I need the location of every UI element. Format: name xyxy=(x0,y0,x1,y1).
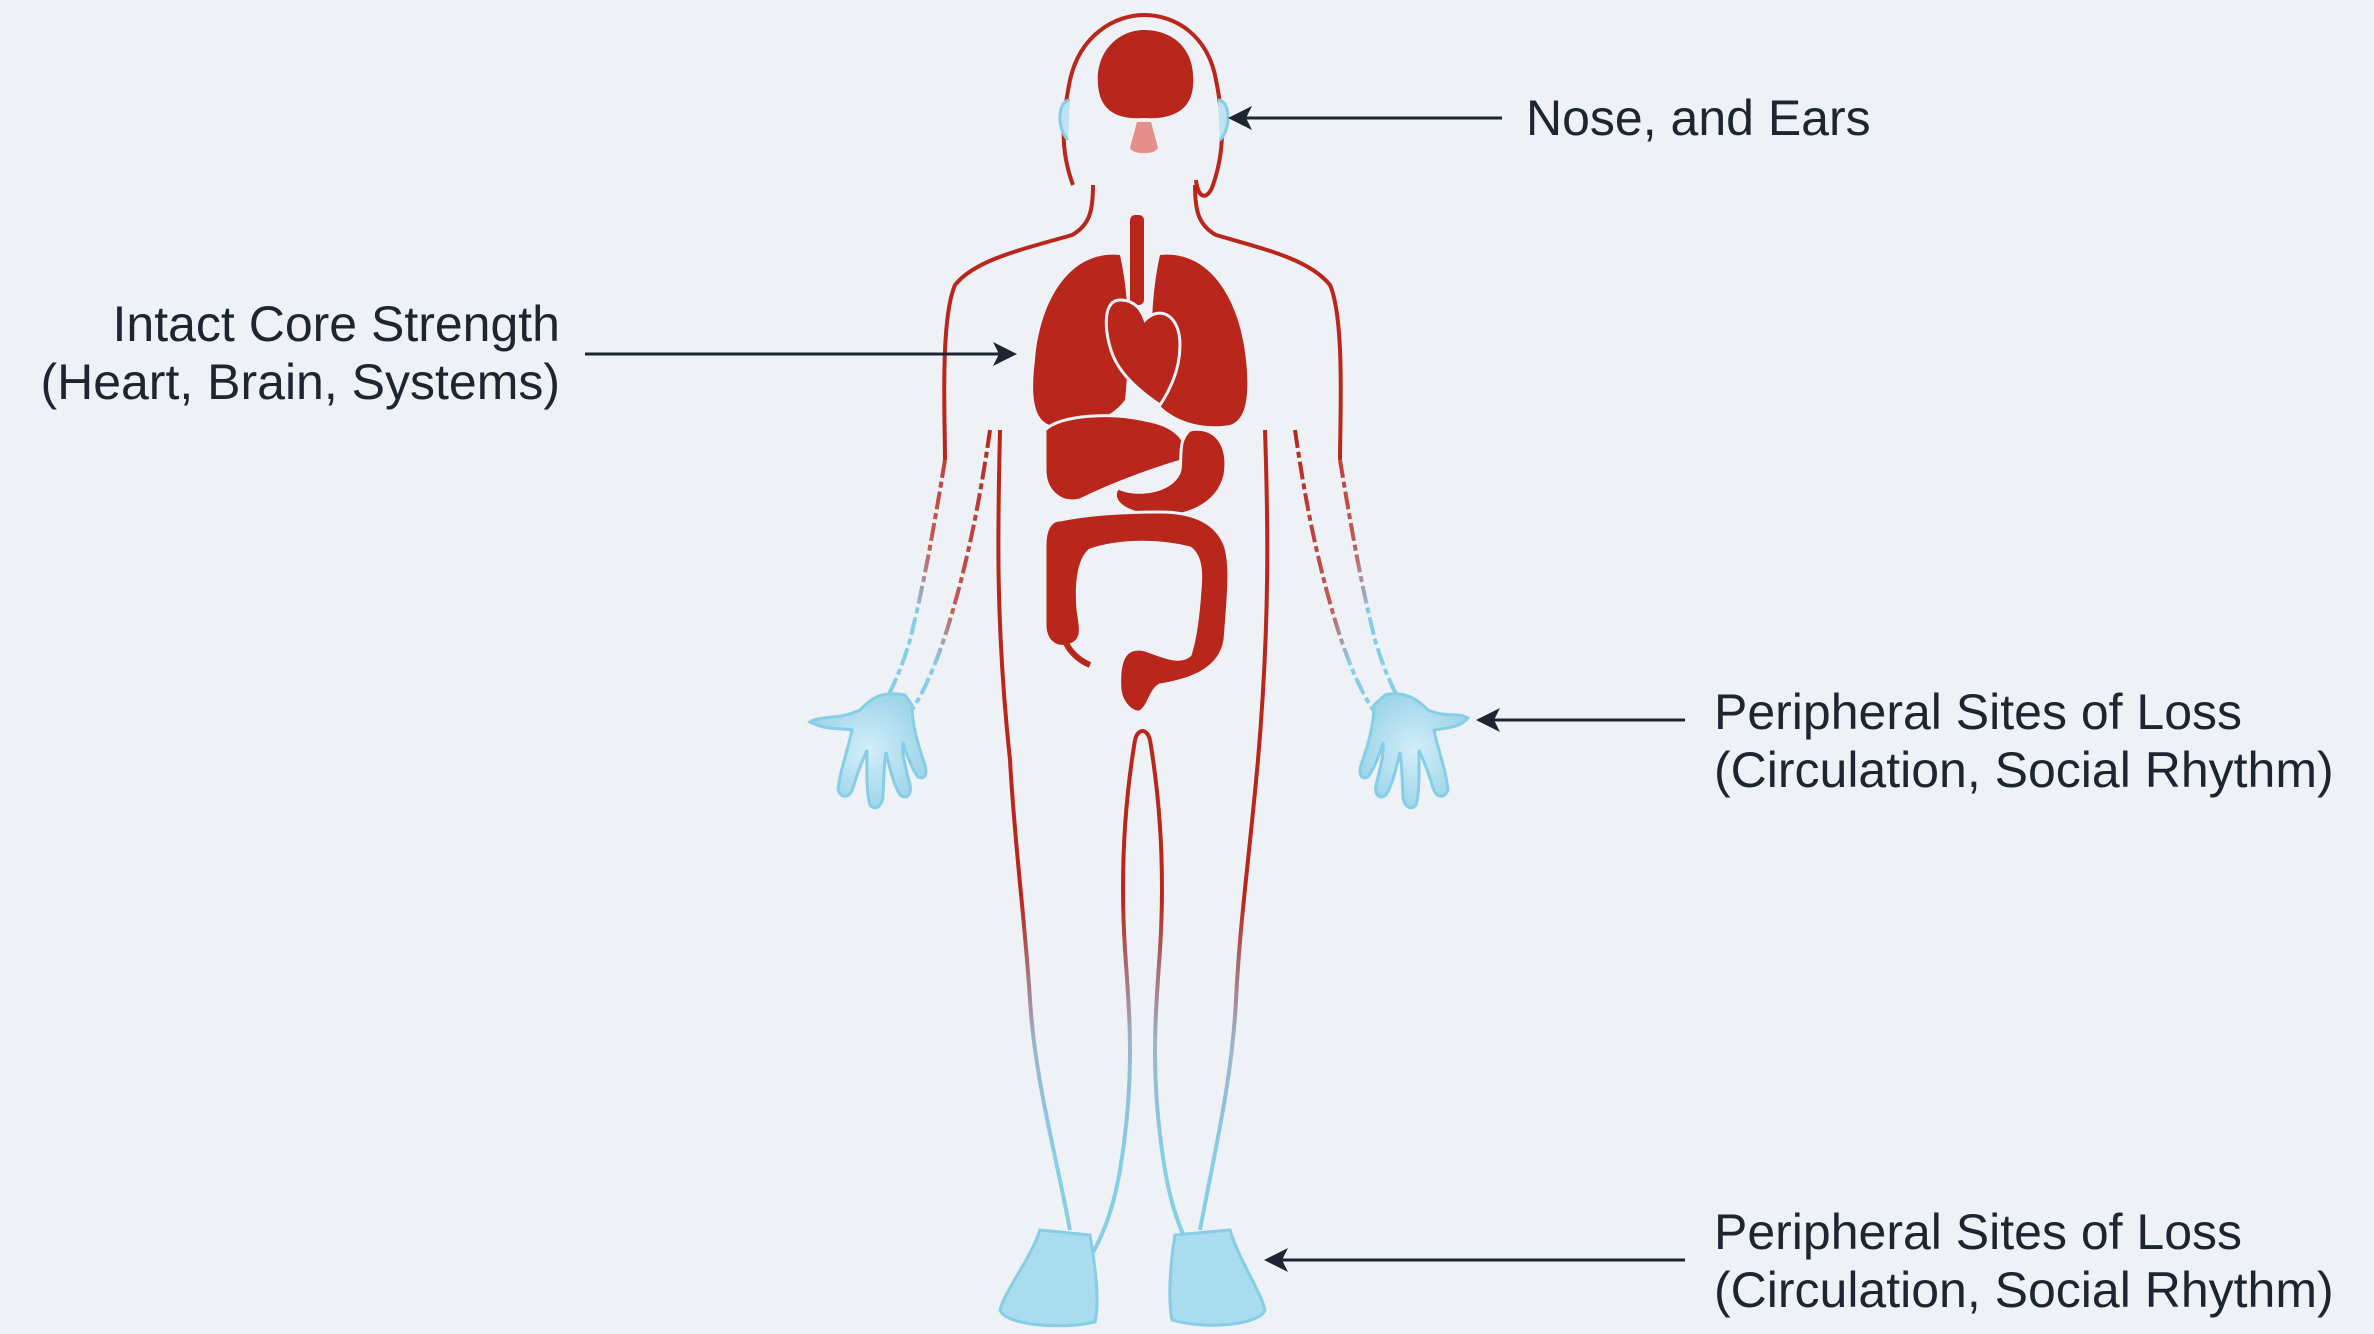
arm-left xyxy=(870,430,990,725)
arrow-hands xyxy=(1476,708,1685,732)
ear-right-icon xyxy=(1218,100,1228,140)
crotch-outline xyxy=(1135,731,1150,740)
foot-left-icon xyxy=(1000,1230,1097,1326)
label-peripheral-hands-line1: Peripheral Sites of Loss xyxy=(1714,683,2334,741)
label-nose-ears: Nose, and Ears xyxy=(1526,89,1871,147)
ear-left-icon xyxy=(1060,100,1070,140)
hand-right-icon xyxy=(1360,694,1468,808)
foot-right-icon xyxy=(1170,1230,1265,1325)
label-intact-core: Intact Core Strength (Heart, Brain, Syst… xyxy=(20,295,560,411)
arrow-nose-ears xyxy=(1228,106,1502,130)
brain-icon xyxy=(1098,30,1193,118)
label-peripheral-feet-line2: (Circulation, Social Rhythm) xyxy=(1714,1261,2334,1319)
label-peripheral-feet-line1: Peripheral Sites of Loss xyxy=(1714,1203,2334,1261)
trachea-icon xyxy=(1130,215,1144,305)
arrow-core xyxy=(585,342,1017,366)
label-peripheral-hands: Peripheral Sites of Loss (Circulation, S… xyxy=(1714,683,2334,799)
intestines-icon xyxy=(1045,512,1229,712)
appendix-icon xyxy=(1065,640,1090,665)
label-peripheral-feet: Peripheral Sites of Loss (Circulation, S… xyxy=(1714,1203,2334,1319)
arrow-feet xyxy=(1264,1248,1685,1272)
label-nose-ears-text: Nose, and Ears xyxy=(1526,89,1871,147)
label-intact-core-line2: (Heart, Brain, Systems) xyxy=(20,353,560,411)
nose-icon xyxy=(1130,122,1158,153)
arm-right xyxy=(1295,430,1415,725)
label-intact-core-line1: Intact Core Strength xyxy=(20,295,560,353)
label-peripheral-hands-line2: (Circulation, Social Rhythm) xyxy=(1714,741,2334,799)
hand-left-icon xyxy=(810,694,926,808)
